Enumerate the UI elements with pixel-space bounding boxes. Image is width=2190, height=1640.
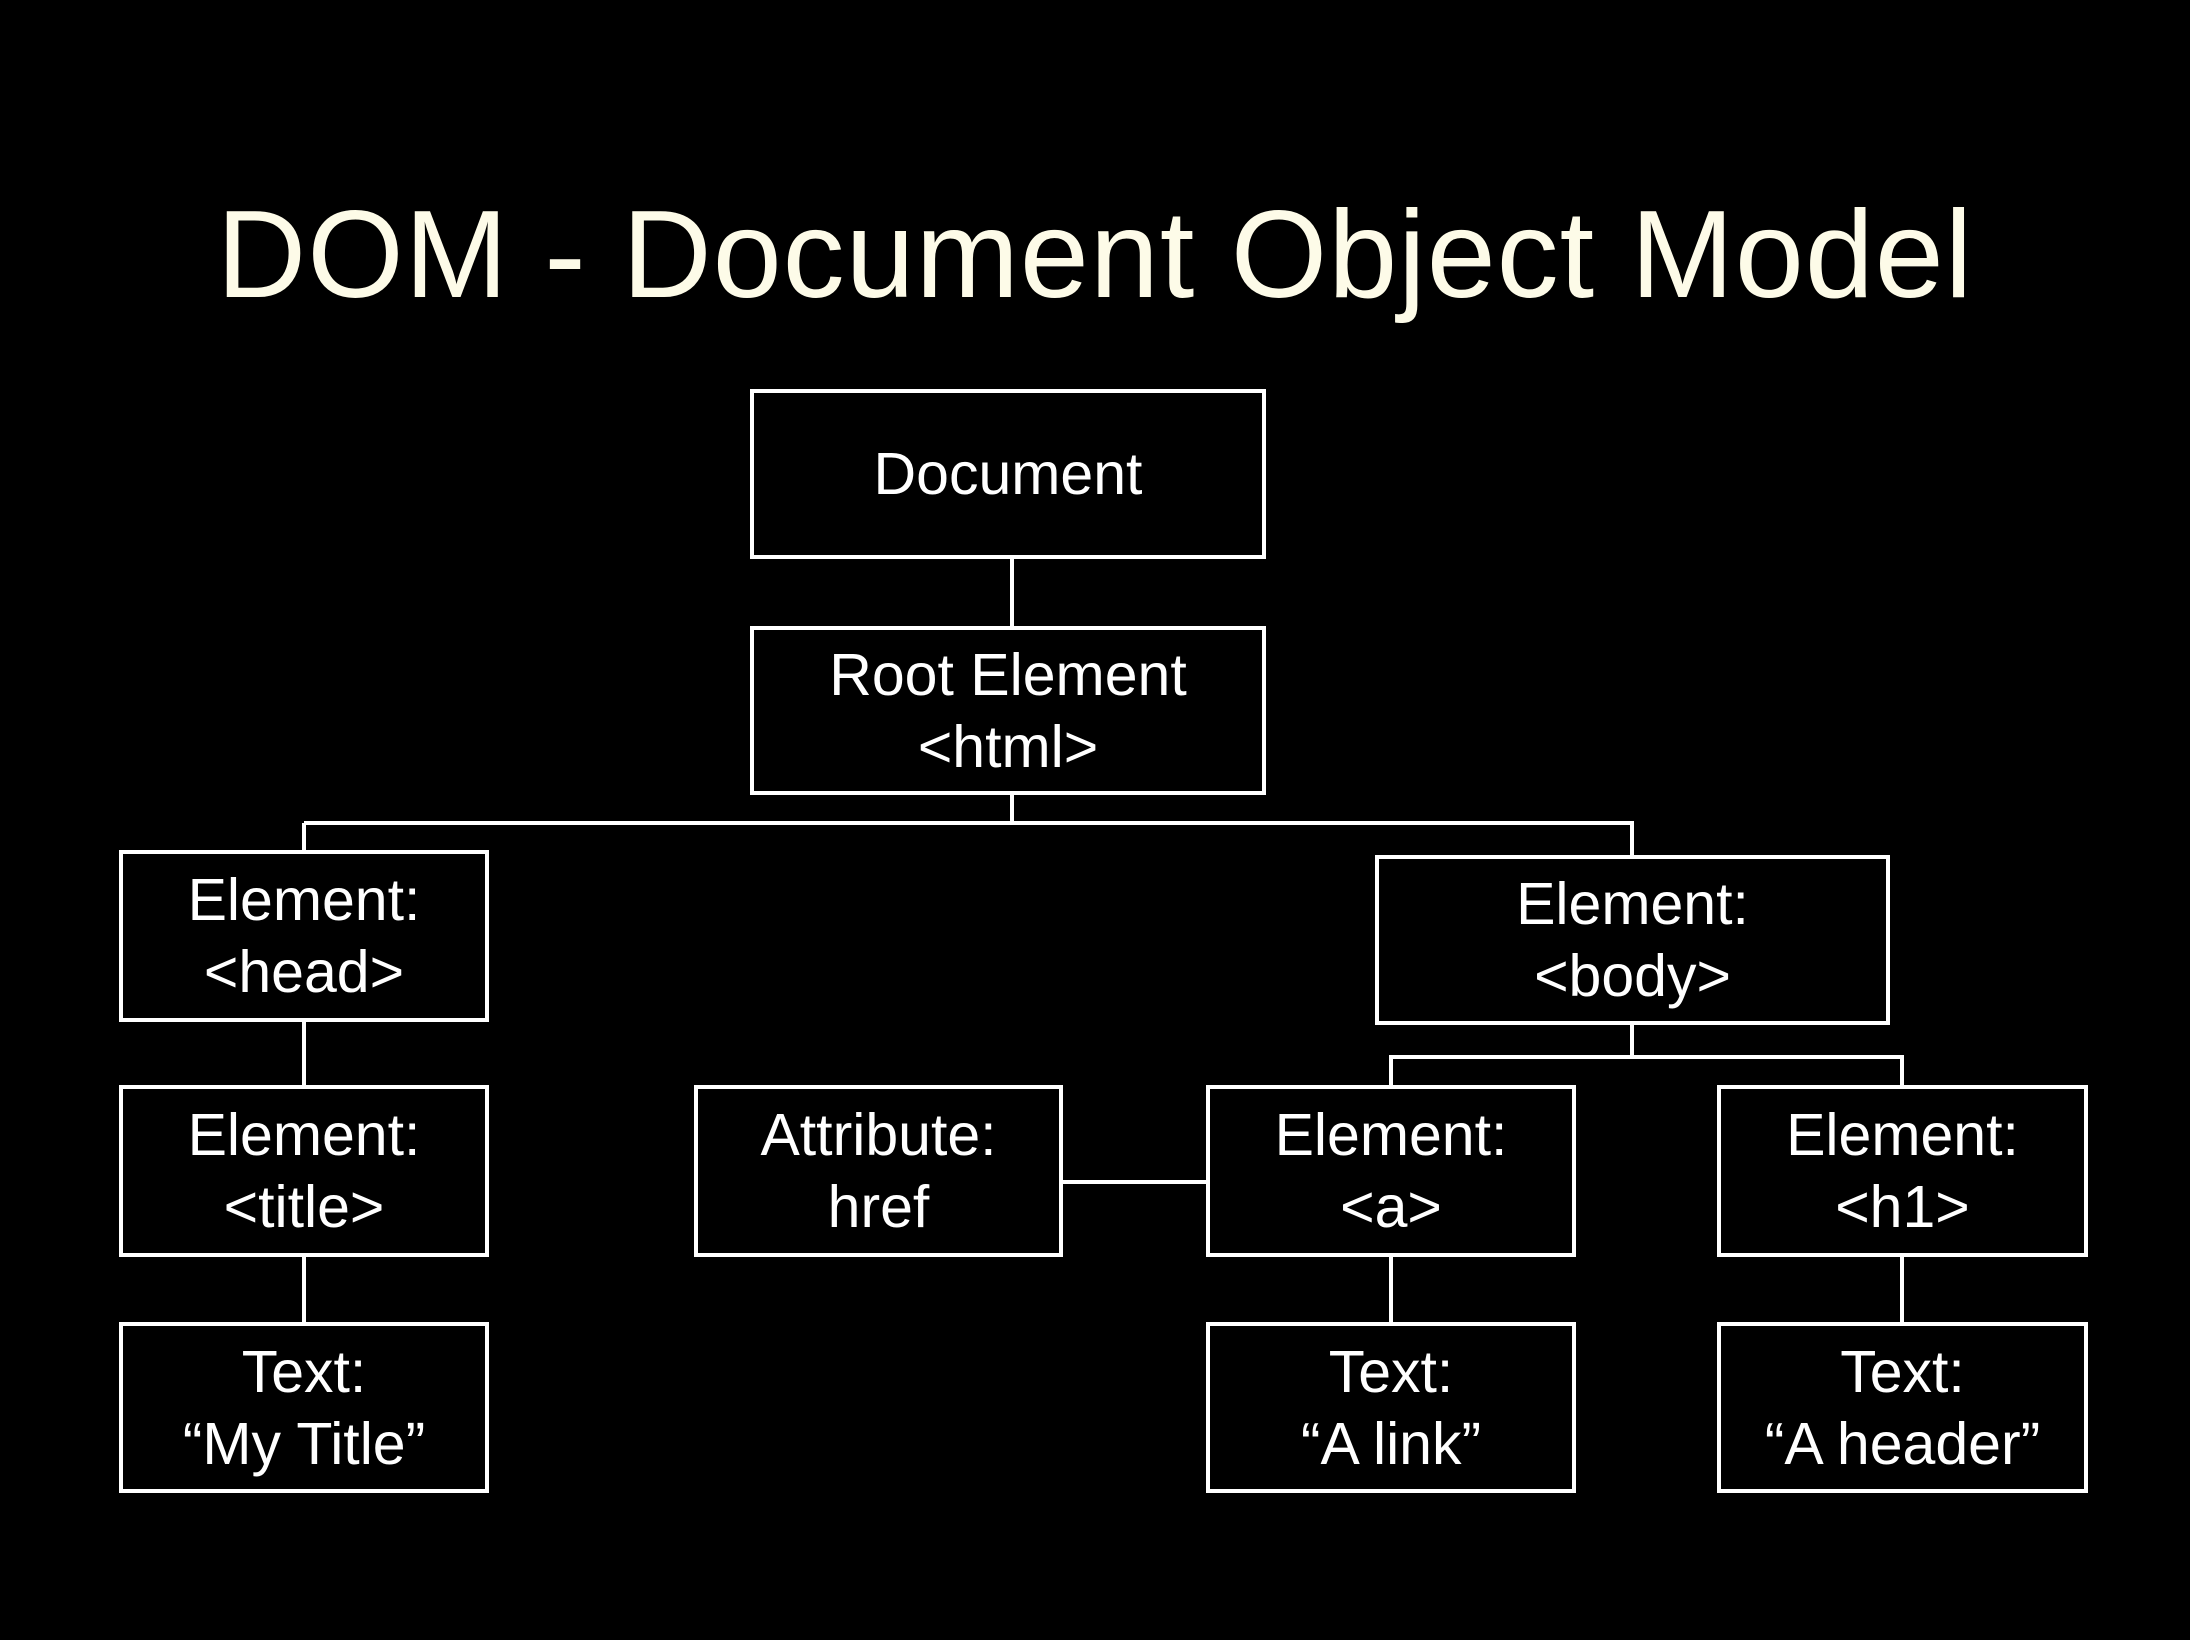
node-text-title-value: “My Title” xyxy=(182,1410,426,1477)
node-title-tag: <title> xyxy=(223,1174,385,1240)
node-text-header-value: “A header” xyxy=(1764,1410,2041,1477)
node-head-tag: <head> xyxy=(203,939,405,1005)
node-text-header-label: Text: xyxy=(1840,1338,1965,1405)
node-text-link: Text: “A link” xyxy=(1206,1322,1576,1493)
node-h1-tag: <h1> xyxy=(1835,1174,1970,1240)
node-text-link-label: Text: xyxy=(1328,1338,1454,1405)
node-root-tag: <html> xyxy=(917,713,1099,780)
node-text-title: Text: “My Title” xyxy=(119,1322,489,1493)
node-root-element: Root Element <html> xyxy=(750,626,1266,795)
node-document-label: Document xyxy=(873,441,1143,507)
node-root-label: Root Element xyxy=(829,641,1187,708)
node-h1-label: Element: xyxy=(1786,1102,2019,1168)
node-a-tag: <a> xyxy=(1340,1174,1442,1240)
link-body-children xyxy=(1389,1023,1634,1087)
node-title-label: Element: xyxy=(187,1102,421,1168)
node-head: Element: <head> xyxy=(119,850,489,1022)
node-text-header: Text: “A header” xyxy=(1717,1322,2088,1493)
node-head-label: Element: xyxy=(187,867,421,933)
node-text-title-label: Text: xyxy=(241,1338,367,1405)
node-title-element: Element: <title> xyxy=(119,1085,489,1257)
link-root-body xyxy=(1012,821,1634,857)
node-body: Element: <body> xyxy=(1375,855,1890,1025)
node-a-label: Element: xyxy=(1274,1102,1508,1168)
link-body-h1 xyxy=(1632,1055,1904,1087)
node-body-tag: <body> xyxy=(1534,943,1731,1009)
node-attribute-href: Attribute: href xyxy=(694,1085,1063,1257)
node-document: Document xyxy=(750,389,1266,559)
node-attribute-label: Attribute: xyxy=(760,1102,997,1168)
page-title: DOM - Document Object Model xyxy=(216,186,1974,324)
node-h1: Element: <h1> xyxy=(1717,1085,2088,1257)
node-attribute-name: href xyxy=(827,1174,930,1240)
node-text-link-value: “A link” xyxy=(1300,1410,1482,1477)
link-root-children xyxy=(304,793,1014,825)
node-a: Element: <a> xyxy=(1206,1085,1576,1257)
node-body-label: Element: xyxy=(1516,871,1749,937)
